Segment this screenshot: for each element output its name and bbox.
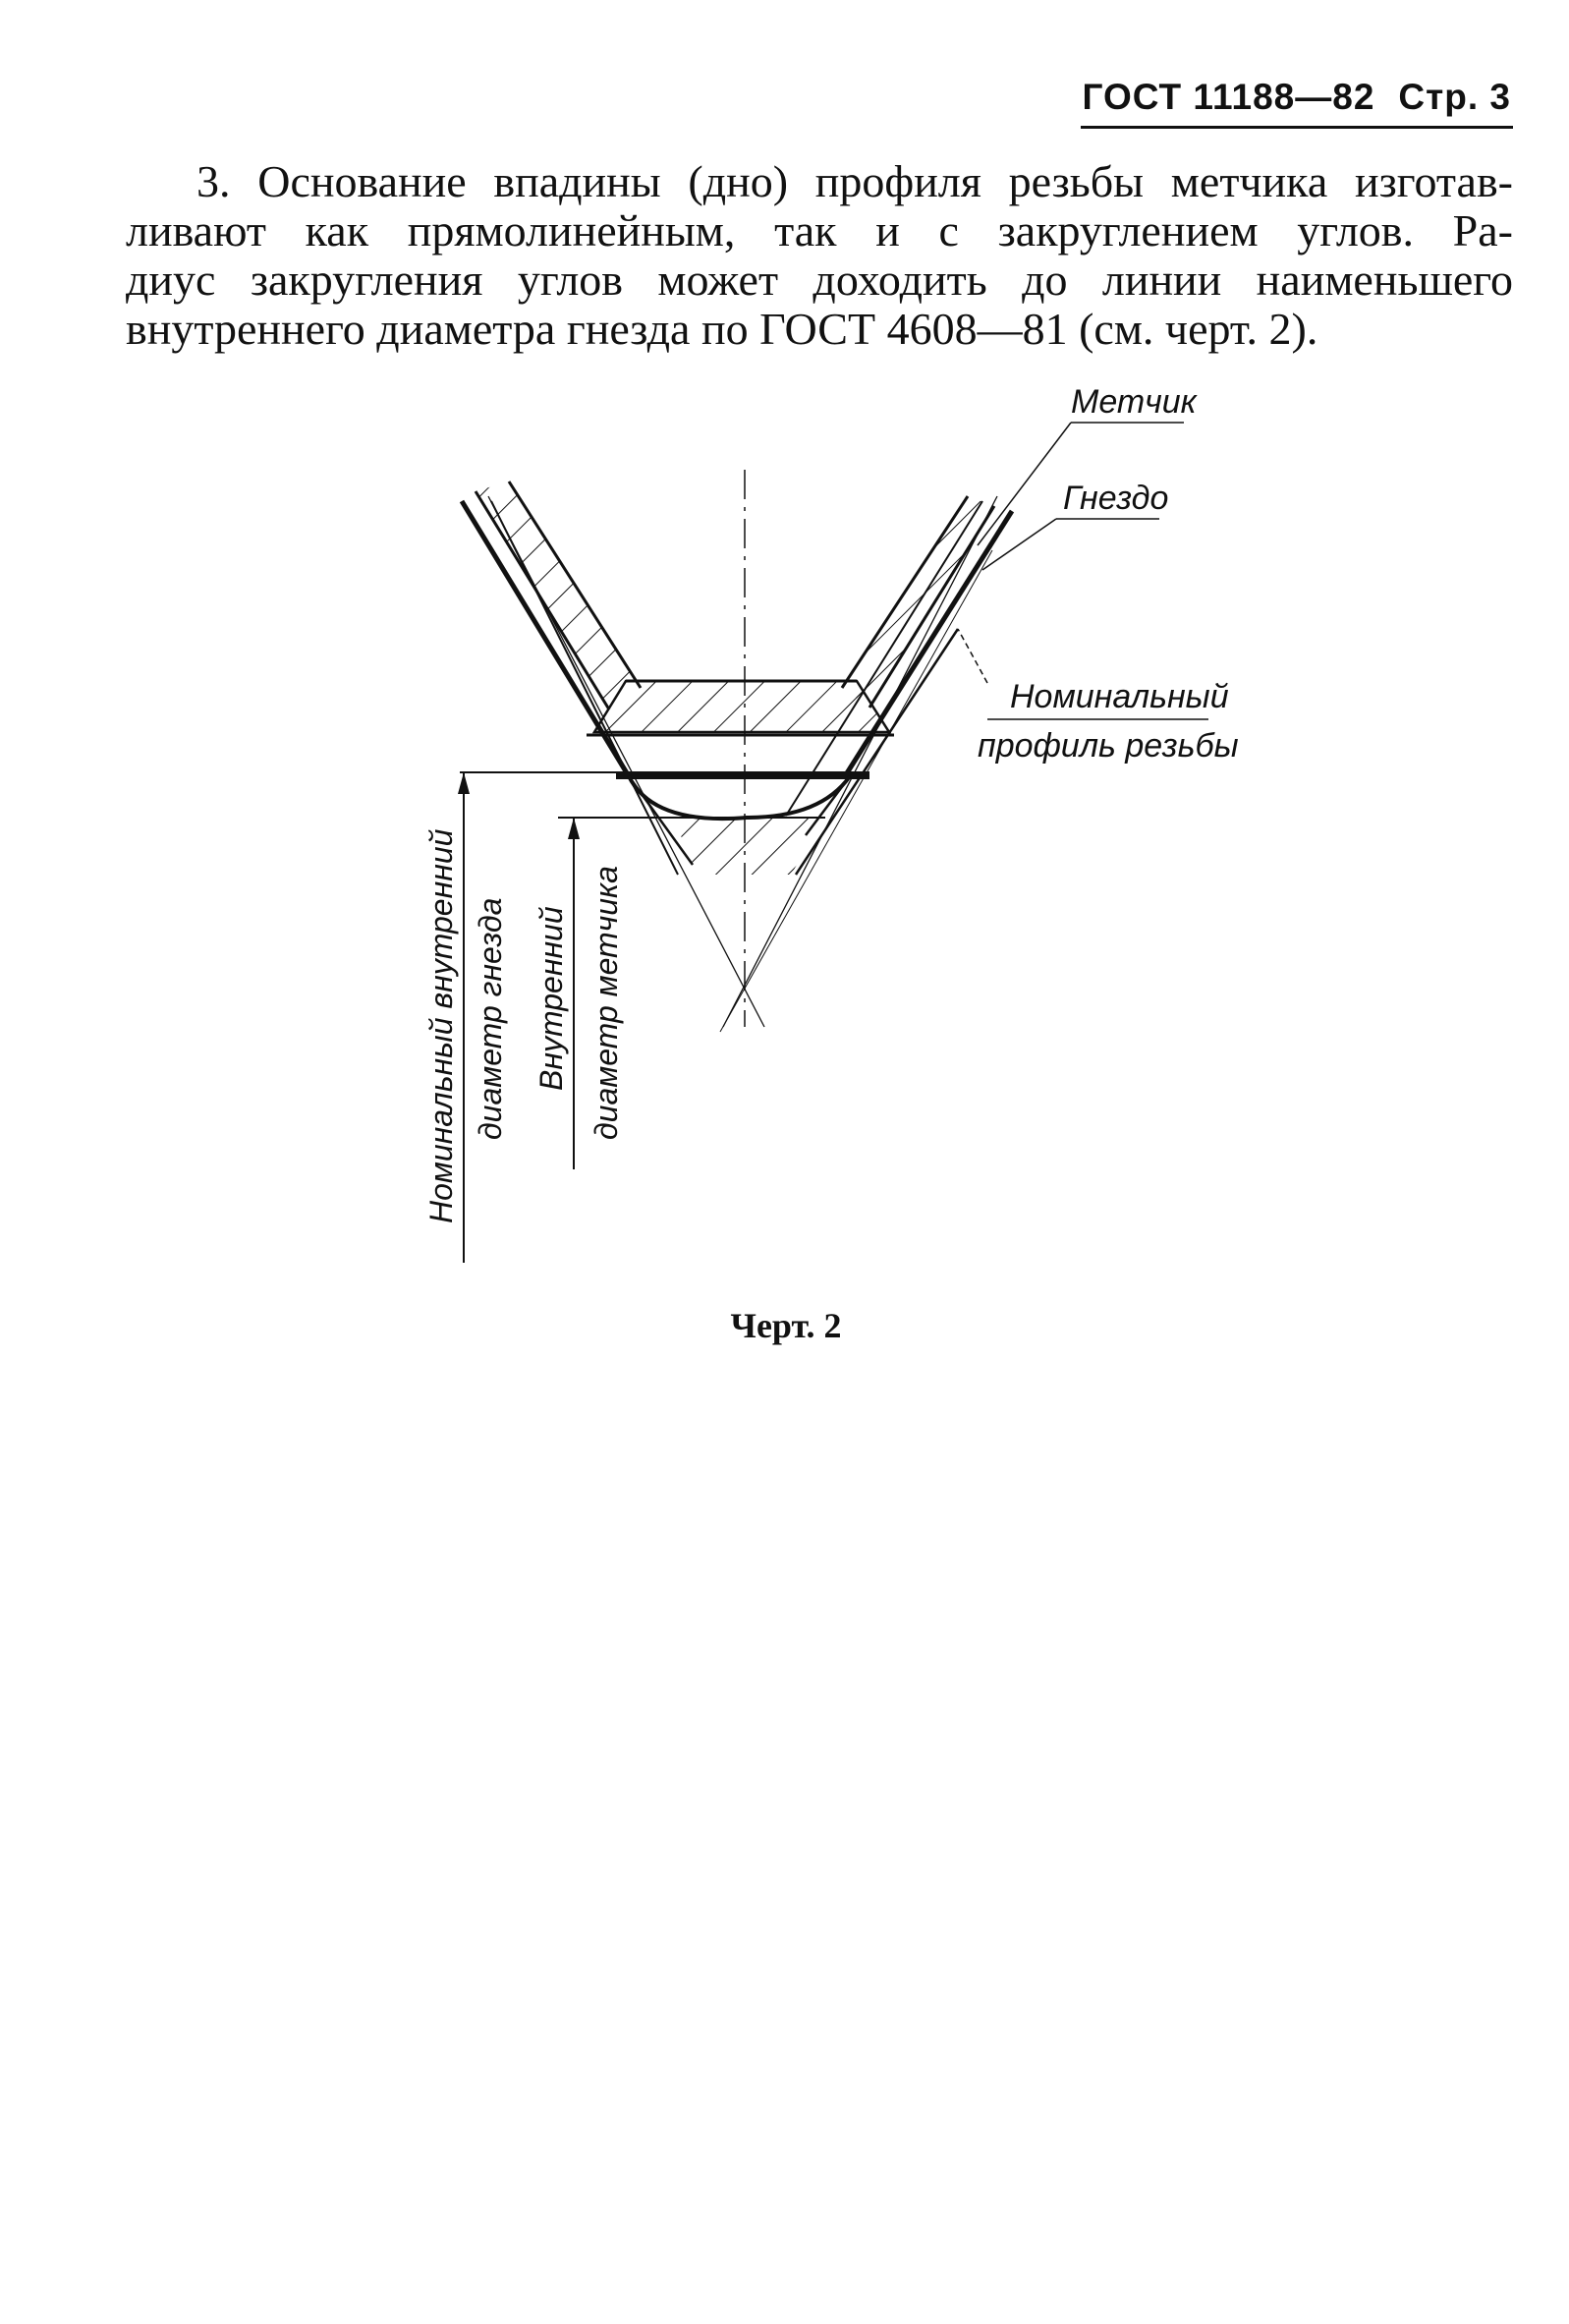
body-paragraph: 3. Основание впадины (дно) профиля резьб…: [126, 157, 1513, 354]
nominal-inner-arrow: [458, 772, 470, 794]
tap-label-leader: [977, 422, 1072, 546]
root-left-segment: [627, 775, 695, 866]
tap-right-flank-inner: [840, 495, 970, 689]
rounded-root-arc: [627, 774, 852, 822]
tap-left-flank-hatch: [476, 482, 641, 709]
paragraph-line-3: диус закругления углов может доходить до…: [126, 255, 1513, 305]
tap-crest-hatch: [591, 679, 892, 734]
page-number: Стр. 3: [1398, 77, 1511, 117]
tap-right-flank-hatch: [842, 496, 994, 708]
tap-right-flank-outer: [868, 505, 996, 709]
socket-root-hatch: [673, 818, 825, 875]
socket-left-inner: [490, 500, 679, 876]
socket-label-leader: [981, 518, 1057, 571]
construction-line-right: [722, 495, 998, 1028]
paragraph-line-2: ливают как прямолинейным, так и с закруг…: [126, 205, 1513, 255]
nominal-inner-diameter-label-1: Номинальный внутренний: [423, 828, 459, 1223]
socket-right-flank: [842, 509, 1015, 778]
socket-label: Гнездо: [1063, 480, 1168, 517]
header-rule: [1081, 126, 1513, 129]
nominal-profile-label-2: профиль резьбы: [978, 727, 1239, 765]
tap-left-flank-outer: [474, 490, 611, 710]
root-right-segment: [805, 775, 851, 836]
socket-right-inner: [785, 500, 983, 817]
tap-inner-arrow: [568, 818, 580, 839]
figure-caption: Черт. 2: [730, 1306, 842, 1345]
tap-label: Метчик: [1071, 383, 1199, 421]
page-header: ГОСТ 11188—82 Стр. 3: [1022, 77, 1511, 118]
tap-left-flank-inner: [507, 481, 643, 689]
tap-inner-diameter-label-2: диаметр метчика: [588, 866, 624, 1140]
profile-label-leader: [957, 628, 988, 684]
paragraph-line-1: 3. Основание впадины (дно) профиля резьб…: [196, 156, 1513, 206]
tap-inner-diameter-label-1: Внутренний: [533, 906, 569, 1091]
paragraph-line-4: внутреннего диаметра гнезда по ГОСТ 4608…: [126, 304, 1318, 354]
standard-number: ГОСТ 11188—82: [1082, 77, 1375, 117]
nominal-inner-diameter-label-2: диаметр гнезда: [473, 898, 508, 1140]
socket-right-inner-2: [794, 628, 960, 876]
construction-apex-extension: [719, 549, 993, 1033]
nominal-profile-label-1: Номинальный: [1010, 678, 1229, 715]
socket-left-flank: [459, 499, 632, 778]
